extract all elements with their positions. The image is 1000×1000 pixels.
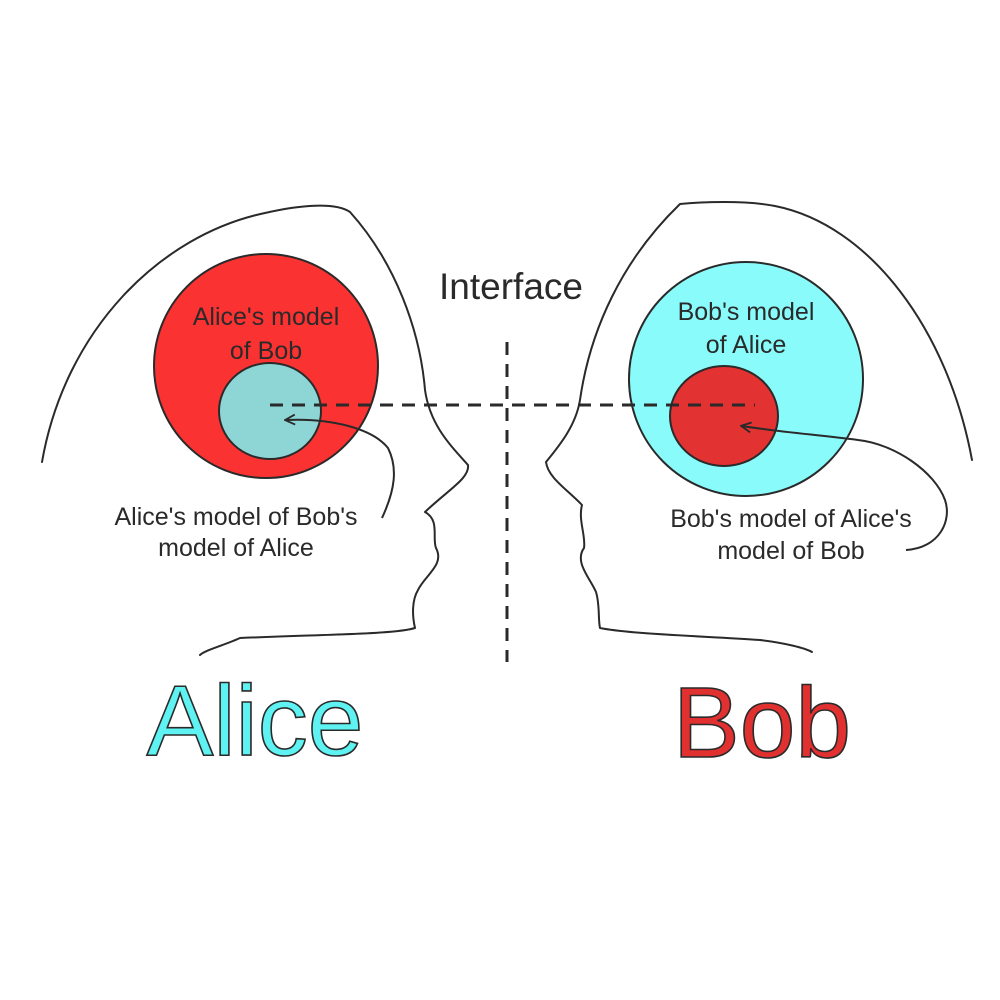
interface-label: Interface: [439, 266, 583, 307]
bob-nested-pointer-arrow: [742, 426, 948, 551]
bob-outer-model-label-line1: Bob's model: [678, 298, 815, 326]
alice-nested-model-label-line1: Alice's model of Bob's: [115, 503, 358, 531]
alice-head-outline: [41, 204, 470, 656]
alice-name-label: Alice: [147, 665, 364, 777]
bob-nested-model-label-line2: model of Bob: [717, 537, 864, 565]
bob-name-label: Bob: [673, 667, 851, 779]
bob-model-of-alices-model-circle: [669, 365, 779, 467]
bob-outer-model-label-line2: of Alice: [706, 331, 787, 359]
alice-model-of-bobs-model-circle: [218, 362, 322, 460]
alice-nested-model-label-line2: model of Alice: [158, 534, 314, 562]
bob-nested-model-label-line1: Bob's model of Alice's: [670, 505, 912, 533]
bob-head-outline: [545, 201, 973, 653]
alice-outer-model-label-line2: of Bob: [230, 337, 302, 365]
alice-outer-model-label-line1: Alice's model: [193, 303, 340, 331]
alice-nested-pointer-arrow: [286, 420, 395, 519]
